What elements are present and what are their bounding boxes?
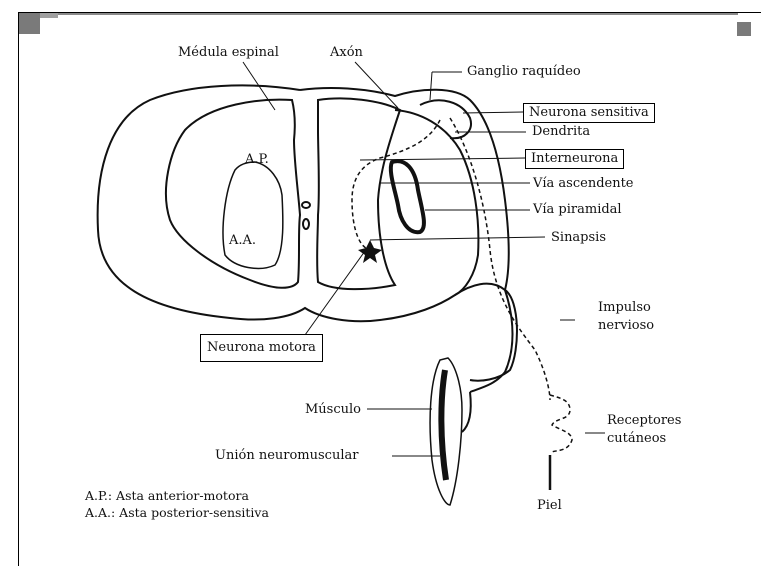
label-dendrita: Dendrita xyxy=(532,124,590,140)
label-nervioso: nervioso xyxy=(598,318,654,334)
label-piel: Piel xyxy=(537,498,562,514)
label-via-ascendente: Vía ascendente xyxy=(533,176,634,192)
label-medula-espinal: Médula espinal xyxy=(178,45,279,61)
label-union-neuromuscular: Unión neuromuscular xyxy=(215,448,358,464)
abbreviation-legend: A.P.: Asta anterior-motora A.A.: Asta po… xyxy=(85,487,269,521)
label-ap: A.P. xyxy=(245,152,269,168)
label-sinapsis: Sinapsis xyxy=(551,230,606,246)
label-neurona-sensitiva: Neurona sensitiva xyxy=(523,103,655,123)
label-via-piramidal: Vía piramidal xyxy=(533,202,622,218)
label-aa: A.A. xyxy=(229,233,256,249)
label-musculo: Músculo xyxy=(305,402,361,418)
synapse-star xyxy=(358,240,382,263)
label-neurona-motora: Neurona motora xyxy=(200,334,323,362)
grey-matter-left xyxy=(166,100,300,288)
label-cutaneos: cutáneos xyxy=(607,431,666,447)
label-interneurona: Interneurona xyxy=(525,149,624,169)
legend-aa: A.A.: Asta posterior-sensitiva xyxy=(85,504,269,521)
label-ganglio-raquideo: Ganglio raquídeo xyxy=(467,64,581,80)
label-axon: Axón xyxy=(330,45,363,61)
legend-ap: A.P.: Asta anterior-motora xyxy=(85,487,269,504)
pyramidal-tract xyxy=(391,161,424,232)
label-receptores: Receptores xyxy=(607,413,681,429)
label-impulso: Impulso xyxy=(598,300,651,316)
